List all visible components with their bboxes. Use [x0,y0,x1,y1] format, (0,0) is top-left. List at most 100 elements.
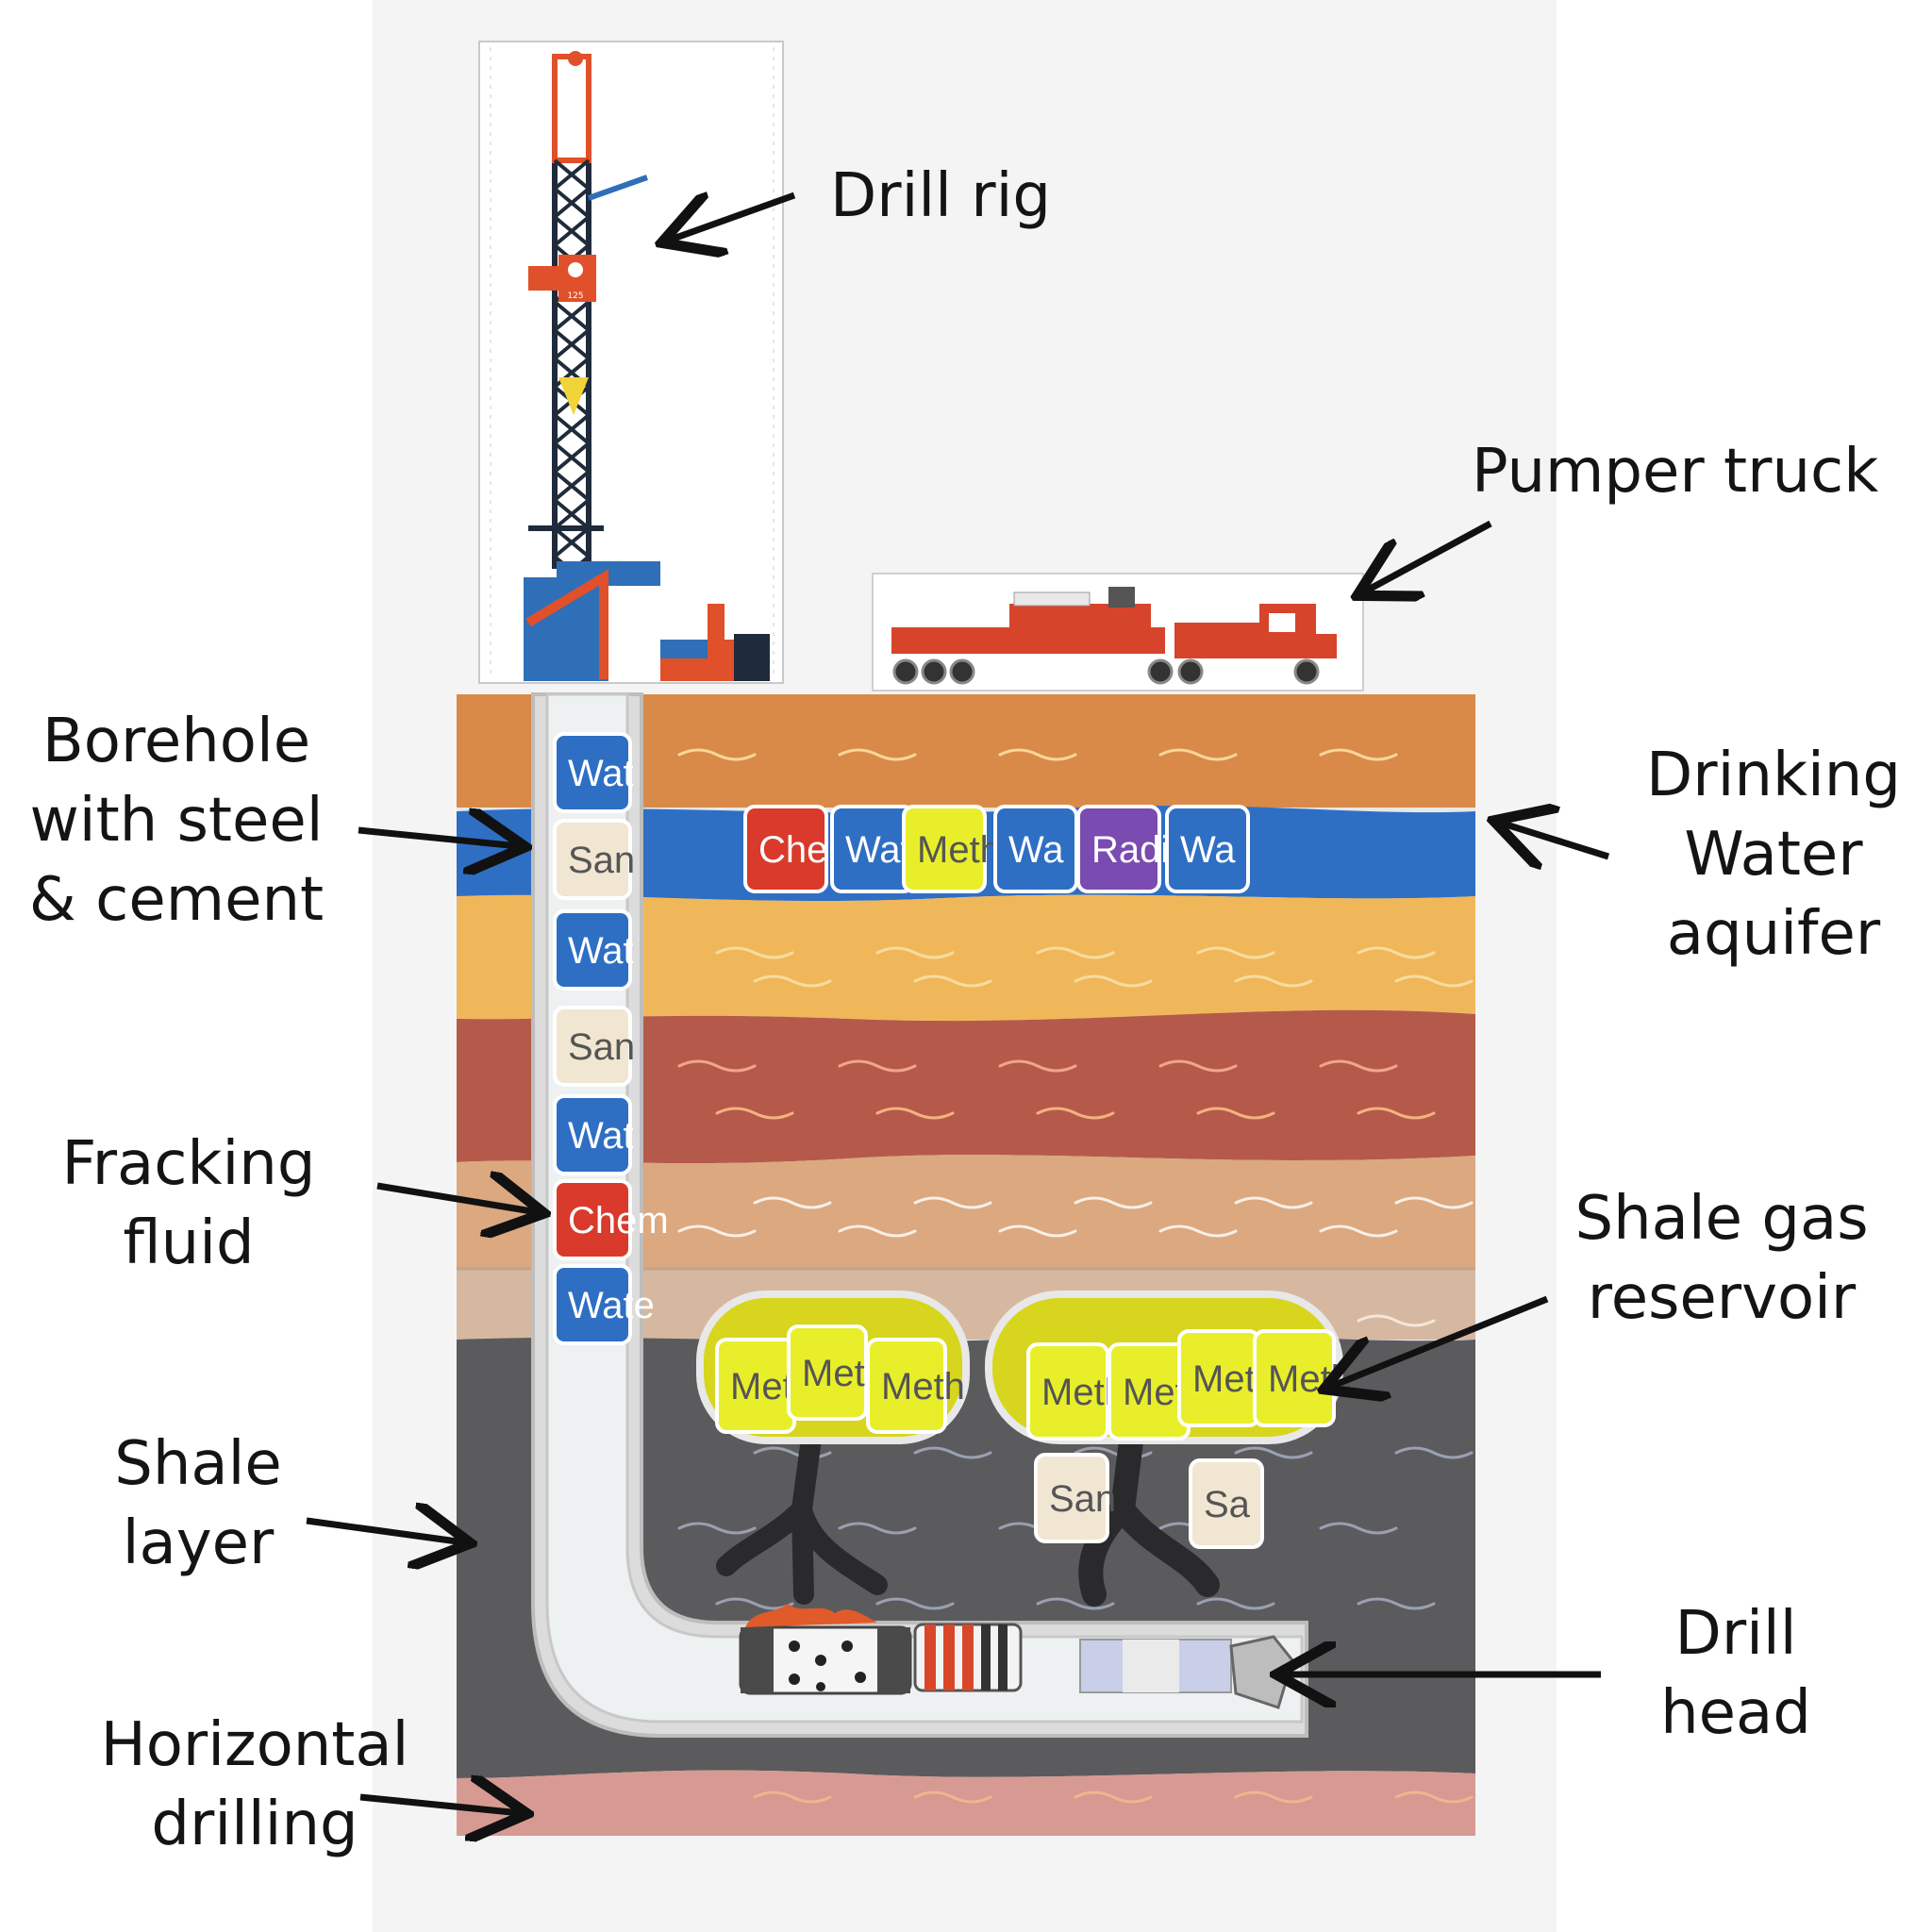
layer-texture [677,1059,757,1073]
can: Sa [1189,1458,1264,1549]
can-label: Wa [1180,829,1236,871]
layer-texture [1234,974,1313,988]
layer-texture [1074,1196,1153,1209]
label-line: Borehole [42,707,311,776]
label-pumper-truck: Pumper truck [1472,432,1878,511]
layer-texture [1196,946,1275,959]
rig-marking-text: 125 [567,291,583,301]
sand-layer [457,894,1475,1022]
label-line: Drinking [1646,741,1901,810]
layer-texture [1234,1196,1313,1209]
layer-texture [1394,1196,1474,1209]
layer-texture [753,974,832,988]
can-label: San [568,1026,635,1068]
label-line: Water [1684,820,1863,890]
can-label: Sa [1204,1484,1251,1525]
can-label: Wat [568,753,634,794]
label-fracking-fluid: Fracking fluid [52,1124,325,1283]
label-line: with steel [29,786,324,856]
layer-texture [1319,748,1398,761]
red-clay-layer [457,1009,1475,1164]
can: Chem [553,1179,669,1260]
label-line: Fracking [61,1129,316,1199]
layer-texture [1158,1224,1238,1238]
layer-texture [715,1107,794,1120]
label-line: layer [122,1508,275,1578]
layer-texture [1196,1597,1275,1610]
label-line: Shale [114,1429,282,1499]
can-label: Meth [917,829,1001,871]
deep-rock-layer [457,1770,1475,1836]
layer-texture [1074,1790,1153,1804]
layer-texture [1357,946,1436,959]
label-line: reservoir [1587,1263,1857,1333]
layer-texture [998,1224,1077,1238]
can: Meth [1026,1342,1125,1441]
can: San [553,1006,635,1087]
can: Wat [553,1094,634,1175]
layer-texture [875,1597,955,1610]
arrow-drill-rig [668,195,796,241]
can-label: Wat [568,930,634,972]
label-line: & cement [28,865,325,935]
label-line: Pumper truck [1472,437,1879,507]
layer-texture [1158,1059,1238,1073]
layer-texture [838,1059,917,1073]
layer-texture [1074,974,1153,988]
layer-texture [913,974,992,988]
can: San [553,819,635,900]
can: Wat [553,732,634,813]
can: San [1034,1453,1116,1543]
label-drill-head: Drill head [1632,1594,1840,1753]
label-line: Drill [1674,1599,1797,1669]
arrow-fracking-fluid [376,1186,538,1212]
arrow-shale-layer [306,1521,464,1542]
layer-texture [1319,1059,1398,1073]
can: Wa [1165,805,1250,893]
callout-arrows [306,195,1610,1813]
arrow-borehole [358,830,519,846]
layer-texture [753,1196,832,1209]
label-line: head [1660,1678,1811,1748]
fracture-left [716,1428,888,1605]
arrow-horizontal-drilling [359,1797,521,1813]
arrow-drinking-water [1500,823,1610,857]
label-line: drilling [151,1790,358,1859]
label-horizontal-drilling: Horizontal drilling [90,1706,420,1864]
layer-texture [1158,748,1238,761]
layer-texture [1319,1522,1398,1535]
layer-texture [913,1446,992,1459]
layer-texture [1357,1597,1436,1610]
layer-texture [1394,1790,1474,1804]
can-label: Chem [568,1200,669,1241]
can-label: San [1049,1478,1116,1520]
can: Wat [553,909,634,991]
can-label: Meth [881,1366,965,1407]
layer-texture [1319,1224,1398,1238]
drill-string [739,1604,1294,1709]
layer-texture [1357,1314,1436,1327]
layer-texture [1357,1107,1436,1120]
layer-texture [1036,1597,1115,1610]
truck-wheels [892,658,1320,685]
layer-texture [875,946,955,959]
layer-texture [875,1107,955,1120]
layer-texture [913,1790,992,1804]
layer-texture [1394,974,1474,988]
drill-rig-card: 125 [478,41,784,684]
layer-texture [715,946,794,959]
layer-texture [715,1597,794,1610]
layer-texture [1196,1107,1275,1120]
arrow-pumper-truck [1363,520,1492,592]
label-line: Horizontal [100,1710,409,1780]
layer-texture [998,748,1077,761]
layer-texture [1036,1107,1115,1120]
layer-texture [838,1522,917,1535]
can: Wa [993,805,1078,893]
layer-texture [998,1059,1077,1073]
layer-texture [677,748,757,761]
layer-texture [677,1522,757,1535]
layer-texture [677,1224,757,1238]
